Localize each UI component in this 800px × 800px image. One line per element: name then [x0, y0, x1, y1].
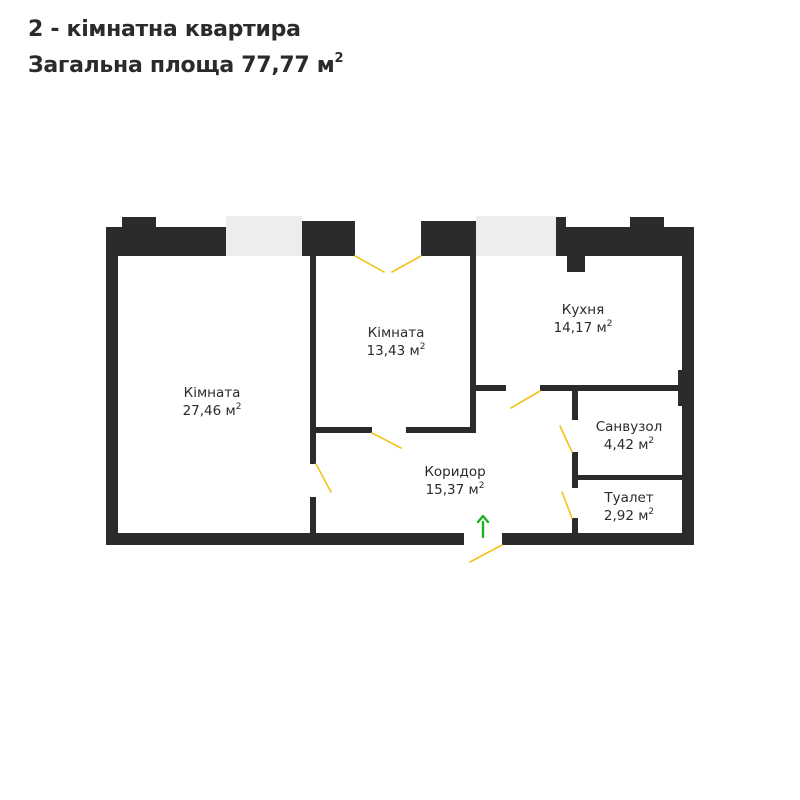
door-balcony-right [391, 255, 422, 273]
walls [106, 217, 694, 545]
wall-kitchen-bottom-right [540, 385, 686, 391]
room-area-bathroom: 4,42 м2 [604, 436, 654, 453]
room-labels: Кімната 27,46 м2 Кімната 13,43 м2 Кухня … [183, 302, 663, 524]
door-room1 [315, 463, 332, 493]
wall-top-4-cap2 [630, 217, 664, 229]
wall-kitchen-bottom-left [470, 385, 506, 391]
room-area-kitchen: 14,17 м2 [554, 319, 613, 336]
room-name-large-bedroom: Кімната [184, 385, 241, 401]
door-entrance [469, 544, 503, 563]
wall-top-4-cap [556, 217, 566, 229]
wall-room1-room2-upper [310, 254, 316, 464]
room-area-toilet: 2,92 м2 [604, 507, 654, 524]
room-area-small-bedroom: 13,43 м2 [367, 342, 426, 359]
wall-top-1 [106, 227, 226, 256]
wall-right [682, 227, 694, 545]
doors [315, 255, 573, 563]
wall-top-1-cap [122, 217, 156, 229]
windows [226, 216, 556, 256]
total-area: Загальна площа 77,77 м2 [28, 51, 344, 78]
wall-column [567, 254, 585, 272]
wall-left [106, 227, 118, 545]
wall-bath-left-upper [572, 390, 578, 420]
apartment-type: 2 - кімнатна квартира [28, 17, 301, 42]
door-balcony-left [354, 255, 385, 273]
room-name-toilet: Туалет [603, 490, 653, 506]
room-area-large-bedroom: 27,46 м2 [183, 402, 242, 419]
wall-room1-corridor-lower [310, 497, 316, 535]
room-name-small-bedroom: Кімната [368, 325, 425, 341]
page-title: 2 - кімнатна квартира [28, 17, 301, 42]
window-kitchen [476, 216, 556, 256]
room-name-bathroom: Санвузол [596, 419, 663, 435]
wall-bath-wc [576, 475, 684, 480]
door-bathroom [559, 425, 573, 453]
wall-top-4 [556, 227, 694, 256]
door-kitchen [510, 390, 541, 409]
wall-wc-left-lower [572, 518, 578, 535]
room-area-corridor: 15,37 м2 [426, 481, 485, 498]
entrance-arrow-head [476, 514, 490, 524]
wall-top-2 [301, 221, 355, 256]
wall-bath-left-mid [572, 452, 578, 488]
wall-top-3 [421, 221, 476, 256]
wall-room2-bottom-right [406, 427, 476, 433]
wall-room2-bottom-left [316, 427, 372, 433]
arrow-up-icon [476, 514, 490, 539]
wall-bottom-left [106, 533, 464, 545]
wall-bottom-right [502, 533, 694, 545]
wall-room2-right [470, 254, 476, 432]
window-room1 [226, 216, 302, 256]
room-name-kitchen: Кухня [562, 302, 605, 318]
total-area-sup: 2 [334, 51, 344, 66]
door-toilet [561, 491, 573, 519]
room-name-corridor: Коридор [424, 464, 485, 480]
door-room2 [371, 432, 402, 449]
total-area-label: Загальна площа 77,77 м [28, 53, 335, 78]
